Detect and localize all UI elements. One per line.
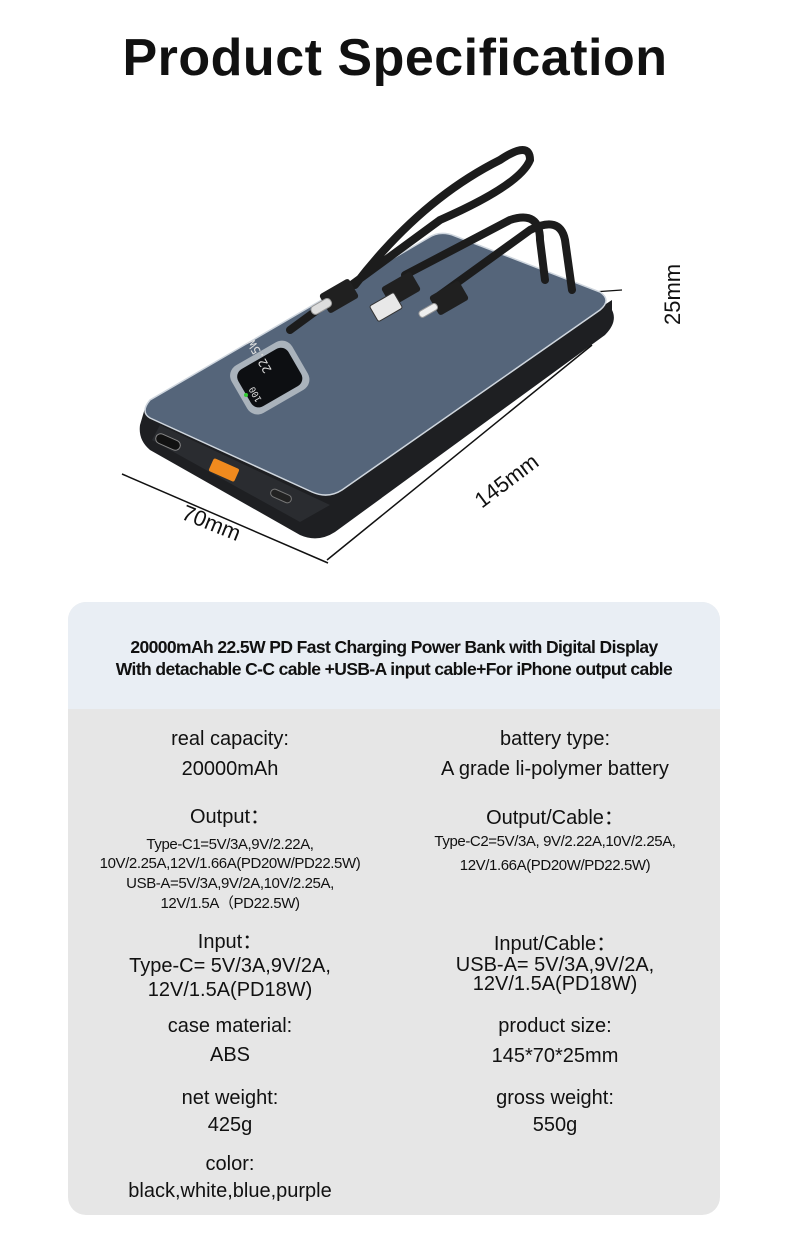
gross-weight-label: gross weight: (496, 1087, 614, 1109)
input-line: 12V/1.5A(PD18W) (147, 979, 313, 1001)
input-label: Input： (197, 931, 263, 953)
width-dimension-line (121, 473, 329, 564)
product-size-label: product size: (498, 1015, 612, 1037)
built-in-cables (286, 146, 576, 334)
net-weight-label: net weight: (181, 1087, 279, 1109)
length-dimension-line (326, 344, 593, 561)
usb-c-connector-icon (310, 298, 333, 315)
length-label: 145mm (470, 449, 544, 513)
power-bank-image: 22.5W 100 70mm 145mm 25mm (121, 146, 685, 564)
case-material-label: case material: (167, 1015, 293, 1037)
page-title: Product Specification (122, 29, 668, 87)
capacity-label: real capacity: (171, 728, 289, 750)
gross-weight-value: 550g (532, 1114, 578, 1136)
usb-a-port (209, 458, 239, 482)
output-line: 12V/1.5A（PD22.5W) (160, 895, 300, 912)
output-line: USB-A=5V/3A,9V/2A,10V/2.25A, (126, 875, 334, 892)
width-label: 70mm (178, 500, 244, 546)
capacity-value: 20000mAh (181, 758, 279, 780)
battery-type-label: battery type: (499, 728, 611, 750)
output-label: Output： (189, 806, 271, 828)
spec-card-header: 20000mAh 22.5W PD Fast Charging Power Ba… (68, 602, 720, 709)
cable-connectors (310, 272, 469, 322)
lightning-connector-icon (418, 303, 439, 318)
output-line: 10V/2.25A,12V/1.66A(PD20W/PD22.5W) (99, 855, 361, 872)
input-line: Type-C= 5V/3A,9V/2A, (129, 955, 331, 977)
output-cable-line: 12V/1.66A(PD20W/PD22.5W) (459, 857, 651, 874)
headline-line-1: 20000mAh 22.5W PD Fast Charging Power Ba… (130, 637, 658, 657)
spec-card: 20000mAh 22.5W PD Fast Charging Power Ba… (68, 602, 720, 1215)
output-cable-line: Type-C2=5V/3A, 9V/2.22A,10V/2.25A, (434, 833, 676, 850)
product-size-value: 145*70*25mm (491, 1045, 619, 1067)
power-button (270, 488, 292, 504)
input-cable-line: 12V/1.5A(PD18W) (472, 973, 638, 995)
color-label: color: (205, 1153, 255, 1175)
power-bank-top (144, 232, 607, 496)
input-cable-label: Input/Cable： (493, 933, 617, 955)
height-label: 25mm (660, 264, 685, 325)
case-material-value: ABS (209, 1044, 251, 1066)
color-value: black,white,blue,purple (128, 1180, 332, 1202)
headline-line-2: With detachable C-C cable +USB-A input c… (115, 659, 673, 679)
input-cable-line: USB-A= 5V/3A,9V/2A, (455, 954, 655, 976)
usb-c-port (155, 433, 181, 451)
battery-type-value: A grade li-polymer battery (441, 758, 669, 780)
usb-a-connector-icon (369, 292, 403, 322)
output-line: Type-C1=5V/3A,9V/2.22A, (146, 836, 314, 853)
output-cable-label: Output/Cable： (486, 807, 624, 829)
net-weight-value: 425g (207, 1114, 253, 1136)
